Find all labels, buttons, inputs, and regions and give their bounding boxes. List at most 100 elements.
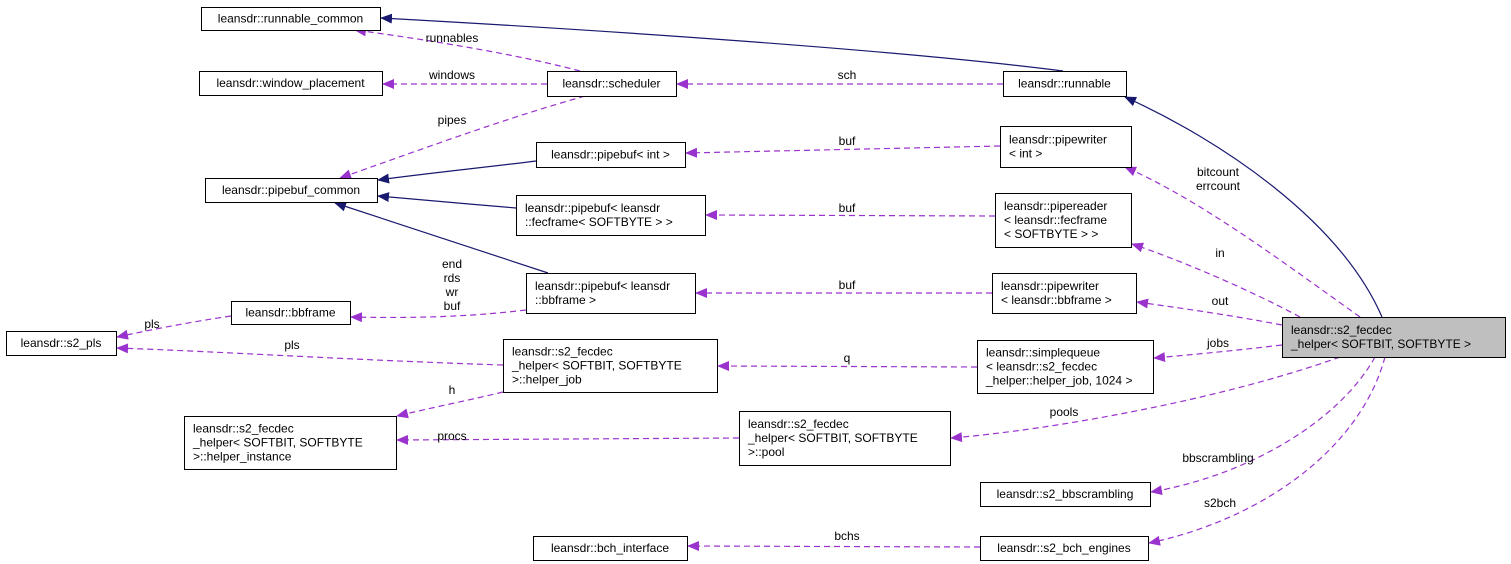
edge-pipereader-buf bbox=[705, 210, 996, 221]
node-pool[interactable]: leansdr::s2_fecdec_helper< SOFTBIT, SOFT… bbox=[739, 411, 951, 466]
edge-fecdec-bbscrambling bbox=[1150, 356, 1376, 496]
node-pipebuf-int[interactable]: leansdr::pipebuf< int > bbox=[536, 142, 686, 168]
edge-bbframe-pls bbox=[116, 315, 232, 340]
node-label-line: leansdr::s2_fecdec bbox=[748, 417, 849, 431]
node-label-line: leansdr::bch_interface bbox=[551, 541, 669, 555]
edge-pipewriter-int-buf bbox=[685, 145, 1001, 158]
node-simplequeue[interactable]: leansdr::simplequeue< leansdr::s2_fecdec… bbox=[977, 340, 1154, 394]
node-s2-bbscrambling[interactable]: leansdr::s2_bbscrambling bbox=[980, 482, 1151, 507]
node-label-line: >::helper_instance bbox=[193, 450, 292, 464]
node-box bbox=[199, 71, 383, 96]
node-label-line: < int > bbox=[1009, 147, 1042, 161]
node-label-line: leansdr::s2_fecdec bbox=[193, 422, 294, 436]
edge-simplequeue-q bbox=[717, 361, 978, 372]
node-bch-interface[interactable]: leansdr::bch_interface bbox=[533, 536, 688, 561]
node-label-line: ::fecframe< SOFTBYTE > > bbox=[525, 215, 673, 229]
node-label-line: _helper< SOFTBIT, SOFTBYTE bbox=[511, 359, 682, 373]
node-label-line: leansdr::pipebuf< int > bbox=[551, 148, 670, 162]
node-label-line: leansdr::runnable bbox=[1018, 77, 1111, 91]
node-box bbox=[516, 195, 706, 236]
node-s2-pls[interactable]: leansdr::s2_pls bbox=[6, 331, 117, 356]
edge-label-bbframe-fields: wr bbox=[445, 285, 459, 299]
node-pipebuf-common[interactable]: leansdr::pipebuf_common bbox=[205, 178, 378, 203]
edge-label-q: q bbox=[844, 351, 851, 365]
node-label-line: < leansdr::bbframe > bbox=[1001, 293, 1112, 307]
node-helper-job[interactable]: leansdr::s2_fecdec_helper< SOFTBIT, SOFT… bbox=[503, 339, 718, 393]
node-box bbox=[536, 142, 686, 168]
node-label-line: _helper< SOFTBIT, SOFTBYTE bbox=[192, 436, 363, 450]
node-runnable-common[interactable]: leansdr::runnable_common bbox=[201, 7, 381, 31]
node-label-line: leansdr::runnable_common bbox=[218, 12, 363, 26]
node-label-line: leansdr::pipebuf_common bbox=[222, 183, 360, 197]
node-box bbox=[503, 339, 718, 393]
node-box bbox=[231, 301, 351, 325]
edge-label-bitcount: errcount bbox=[1196, 179, 1241, 193]
node-box bbox=[995, 193, 1132, 248]
node-helper-instance[interactable]: leansdr::s2_fecdec_helper< SOFTBIT, SOFT… bbox=[184, 416, 397, 470]
node-box bbox=[992, 273, 1137, 314]
node-box bbox=[184, 416, 397, 470]
node-window-placement[interactable]: leansdr::window_placement bbox=[199, 71, 383, 96]
edge-pipebuf-fecframe-to-common bbox=[377, 192, 517, 209]
node-label-line: _helper::helper_job, 1024 > bbox=[985, 374, 1132, 388]
node-label-line: < SOFTBYTE > > bbox=[1004, 227, 1098, 241]
edge-pipebuf-bbframe-bbframe bbox=[350, 309, 527, 323]
edge-label-s2bch: s2bch bbox=[1204, 496, 1236, 510]
node-box bbox=[980, 536, 1149, 561]
edge-label-windows: windows bbox=[428, 68, 475, 82]
edge-label-out: out bbox=[1212, 294, 1229, 308]
node-box bbox=[1003, 71, 1127, 97]
edge-fecdec-s2bch bbox=[1148, 356, 1386, 546]
node-pipebuf-fecframe[interactable]: leansdr::pipebuf< leansdr::fecframe< SOF… bbox=[516, 195, 706, 236]
node-s2-bch-engines[interactable]: leansdr::s2_bch_engines bbox=[980, 536, 1149, 561]
node-box bbox=[6, 331, 117, 356]
edge-label-runnables: runnables bbox=[426, 31, 479, 45]
node-pipewriter-bbframe[interactable]: leansdr::pipewriter< leansdr::bbframe > bbox=[992, 273, 1137, 314]
edge-fecdec-bitcount bbox=[1124, 166, 1361, 318]
node-box bbox=[977, 340, 1154, 394]
node-label-line: leansdr::s2_fecdec bbox=[1291, 323, 1392, 337]
edge-label-pls-bbframe: pls bbox=[144, 317, 159, 331]
node-bbframe[interactable]: leansdr::bbframe bbox=[231, 301, 351, 325]
node-box bbox=[1282, 317, 1506, 358]
edge-helper-job-h bbox=[396, 391, 504, 419]
node-label-line: leansdr::pipewriter bbox=[1001, 279, 1099, 293]
edge-label-bchs: bchs bbox=[834, 529, 859, 543]
edge-label-h: h bbox=[449, 383, 456, 397]
edge-label-bbframe-fields: buf bbox=[444, 299, 461, 313]
node-label-line: leansdr::pipebuf< leansdr bbox=[535, 279, 670, 293]
edge-s2-bch-engines-bchs bbox=[687, 541, 981, 552]
node-pipebuf-bbframe[interactable]: leansdr::pipebuf< leansdr::bbframe > bbox=[526, 273, 696, 314]
node-label-line: ::bbframe > bbox=[535, 293, 596, 307]
node-box bbox=[201, 7, 381, 31]
node-label-line: leansdr::bbframe bbox=[245, 306, 335, 320]
node-label-line: >::pool bbox=[748, 445, 784, 459]
node-scheduler[interactable]: leansdr::scheduler bbox=[547, 71, 677, 97]
edge-label-bbscrambling: bbscrambling bbox=[1182, 451, 1253, 465]
node-label-line: leansdr::pipewriter bbox=[1009, 133, 1107, 147]
node-label-line: _helper< SOFTBIT, SOFTBYTE bbox=[747, 431, 918, 445]
node-box bbox=[526, 273, 696, 314]
edge-fecdec-to-runnable bbox=[1124, 96, 1383, 318]
node-box bbox=[205, 178, 378, 203]
edge-label-pools: pools bbox=[1050, 405, 1079, 419]
edge-label-buf-fecframe: buf bbox=[839, 201, 856, 215]
edge-fecdec-in bbox=[1131, 242, 1301, 318]
edge-runnable-to-runnable-common bbox=[380, 13, 1064, 72]
edge-label-pipes: pipes bbox=[438, 113, 467, 127]
edge-label-bitcount: bitcount bbox=[1197, 165, 1240, 179]
node-box bbox=[533, 536, 688, 561]
node-label-line: leansdr::pipebuf< leansdr bbox=[525, 201, 660, 215]
node-label-line: leansdr::s2_bch_engines bbox=[997, 541, 1130, 555]
node-pipewriter-int[interactable]: leansdr::pipewriter< int > bbox=[1000, 126, 1132, 168]
node-label-line: leansdr::window_placement bbox=[216, 76, 365, 90]
node-pipereader-fecframe[interactable]: leansdr::pipereader< leansdr::fecframe< … bbox=[995, 193, 1132, 248]
edge-pool-procs bbox=[396, 434, 740, 445]
edge-scheduler-pipes bbox=[339, 95, 586, 180]
node-s2-fecdec-helper[interactable]: leansdr::s2_fecdec_helper< SOFTBIT, SOFT… bbox=[1282, 317, 1506, 358]
node-runnable[interactable]: leansdr::runnable bbox=[1003, 71, 1127, 97]
node-label-line: _helper< SOFTBIT, SOFTBYTE > bbox=[1290, 337, 1471, 351]
node-box bbox=[1000, 126, 1132, 168]
node-label-line: leansdr::s2_fecdec bbox=[512, 345, 613, 359]
